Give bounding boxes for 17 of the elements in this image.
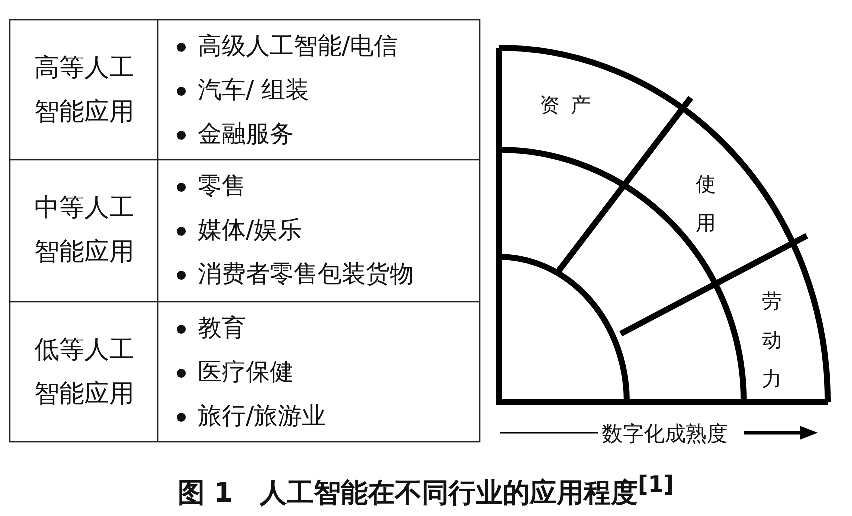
industry-item-text: 媒体/娱乐 — [198, 218, 302, 242]
industry-item-text: 消费者零售包装货物 — [198, 262, 414, 286]
industry-item-text: 医疗保健 — [198, 360, 294, 384]
figure-caption: 图 1 人工智能在不同行业的应用程度$^{[1]}$ — [176, 472, 676, 511]
sector-label: 劳动力 — [762, 288, 782, 393]
industry-item-text: 零售 — [198, 174, 246, 198]
industry-tier-label: 中等人工智能应用 — [34, 192, 136, 268]
sector-label: 使用 — [696, 171, 716, 237]
industry-item-text: 金融服务 — [198, 122, 294, 146]
industry-item-text: 旅行/旅游业 — [198, 404, 326, 428]
sector-label: 资产 — [540, 92, 602, 119]
industry-item-text: 汽车/ 组装 — [198, 78, 310, 102]
industry-item-text: 高级人工智能/电信 — [198, 34, 398, 58]
industry-item-text: 教育 — [198, 316, 246, 340]
axis-label: 数字化成熟度 — [602, 421, 728, 448]
industry-tier-label: 高等人工智能应用 — [34, 52, 136, 128]
industry-tier-label: 低等人工智能应用 — [34, 334, 136, 410]
